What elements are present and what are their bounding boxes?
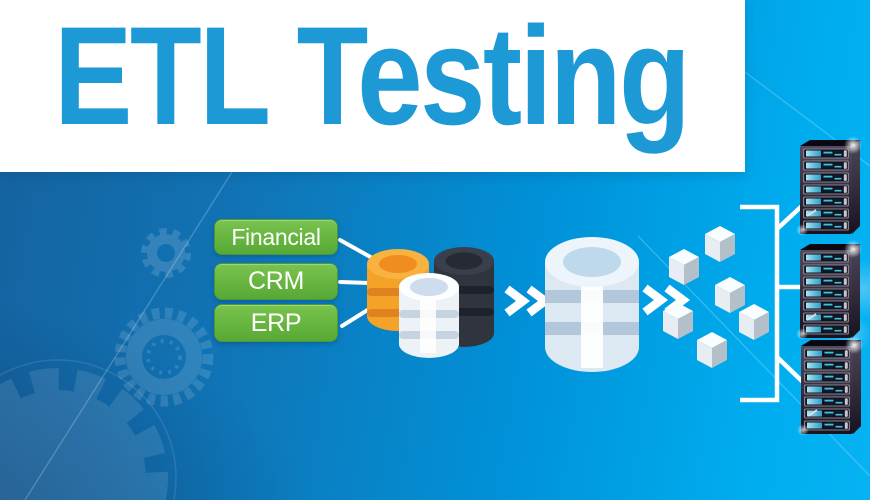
data-cube-icon <box>697 332 727 368</box>
gear-icon <box>141 228 191 278</box>
data-cube-icon <box>715 277 745 313</box>
source-label-text: Financial <box>231 223 321 250</box>
server-rack-icon <box>796 240 862 340</box>
source-label-erp: ERP <box>214 304 338 342</box>
source-label-financial: Financial <box>214 219 338 255</box>
source-database-white-icon <box>399 273 459 358</box>
rack-bracket-lines <box>740 203 809 403</box>
data-cube-icon <box>739 304 769 340</box>
source-label-crm: CRM <box>214 263 338 300</box>
source-label-text: CRM <box>247 267 305 295</box>
data-cube-icon <box>705 226 735 262</box>
server-rack-icon <box>796 136 862 236</box>
source-label-text: ERP <box>250 308 302 337</box>
staging-database-icon <box>545 237 639 372</box>
page-title: ETL Testing <box>54 0 691 154</box>
server-rack-icon <box>797 336 863 436</box>
title-banner: ETL Testing <box>0 0 745 172</box>
data-cube-icon <box>669 249 699 285</box>
gear-icon <box>114 307 214 407</box>
gear-icon <box>0 359 177 500</box>
flow-arrow-icon <box>504 285 553 317</box>
